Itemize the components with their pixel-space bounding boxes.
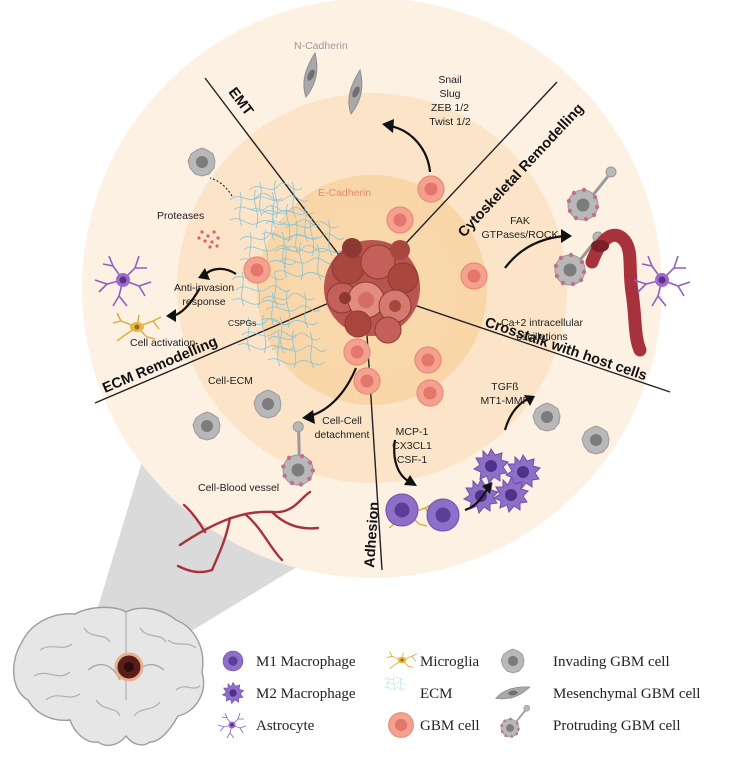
chemokine-label: CX3CL1 xyxy=(392,440,432,452)
calcium-label: Ca+2 intracellular xyxy=(501,317,584,329)
blood-vessel-right xyxy=(585,228,647,357)
legend-protruding-gbm-cell: Protruding GBM cell xyxy=(553,718,681,734)
gtpases-label: GTPases/ROCK xyxy=(481,229,558,241)
legend-microglia: Microglia xyxy=(420,654,479,670)
response-label: response xyxy=(182,296,225,308)
arrowheads xyxy=(166,119,572,494)
zoom-shadow xyxy=(85,435,305,650)
tumor-mass xyxy=(324,238,420,344)
cell-cell-label: Cell-Cell xyxy=(322,415,362,427)
cell-activation-label: Cell activation xyxy=(130,337,196,349)
emt-factor: Snail xyxy=(438,74,461,86)
emt-factors: Snail Slug ZEB 1/2 Twist 1/2 xyxy=(429,74,471,128)
oscillations-label: oscillations xyxy=(516,331,567,343)
legend-m2-macrophage: M2 Macrophage xyxy=(256,686,356,702)
mt1mmp-label: MT1-MMP xyxy=(481,395,530,407)
legend-ecm: ECM xyxy=(420,686,453,702)
chemokine-label: MCP-1 xyxy=(396,426,429,438)
anti-invasion-label: Anti-invasion xyxy=(174,282,234,294)
n-cadherin-label: N-Cadherin xyxy=(294,40,348,52)
detachment-label: detachment xyxy=(315,429,370,441)
cell-ecm-label: Cell-ECM xyxy=(208,375,253,387)
legend-gbm-cell: GBM cell xyxy=(420,718,480,734)
fak-label: FAK xyxy=(510,215,530,227)
tgf-label: TGFß xyxy=(491,381,518,393)
emt-factor: ZEB 1/2 xyxy=(431,102,469,114)
legend-mesenchymal-gbm-cell: Mesenchymal GBM cell xyxy=(553,686,700,702)
brain-illustration xyxy=(12,606,205,747)
proteases-label: Proteases xyxy=(157,210,204,222)
cspgs-label: CSPGs xyxy=(228,318,256,328)
emt-factor: Slug xyxy=(439,88,460,100)
section-adhesion: Adhesion xyxy=(362,501,383,568)
emt-factor: Twist 1/2 xyxy=(429,116,471,128)
blood-vessel-branches xyxy=(176,490,320,574)
legend: M1 Macrophage M2 Macrophage Astrocyte Mi… xyxy=(217,648,700,739)
protease-dots xyxy=(197,230,220,249)
legend-invading-gbm-cell: Invading GBM cell xyxy=(553,654,670,670)
cell-blood-vessel-label: Cell-Blood vessel xyxy=(198,482,279,494)
chemokine-label: CSF-1 xyxy=(397,454,427,466)
e-cadherin-label: E-Cadherin xyxy=(318,187,371,199)
legend-m1-macrophage: M1 Macrophage xyxy=(256,654,356,670)
legend-astrocyte: Astrocyte xyxy=(256,718,315,734)
